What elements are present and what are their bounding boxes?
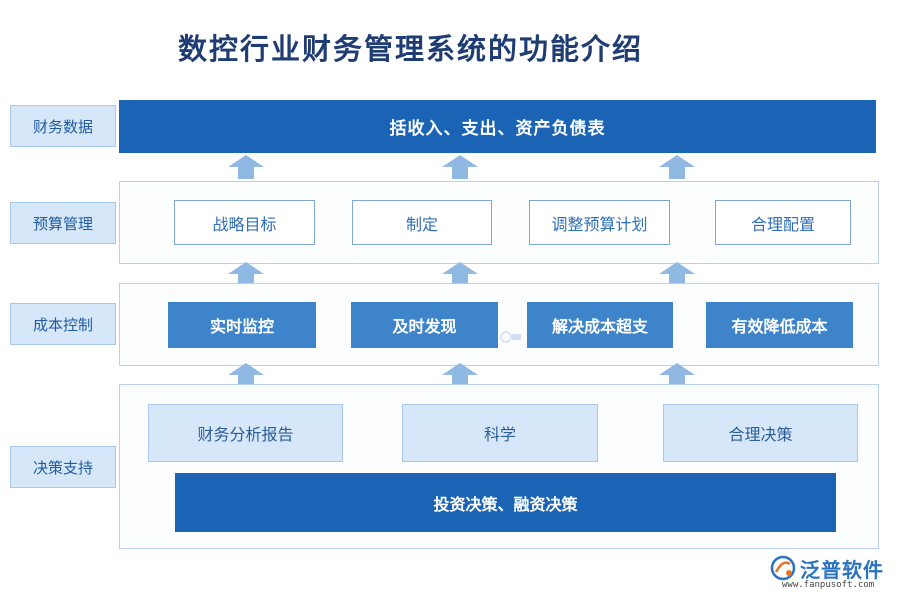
brand-logo: 泛普软件 www.fanpusoft.com: [770, 553, 892, 595]
budget-item-strategic-goal: 战略目标: [174, 200, 315, 245]
budget-item-formulate: 制定: [352, 200, 492, 245]
decision-investment-financing-bar: 投资决策、融资决策: [175, 473, 836, 532]
cost-item-realtime-monitoring: 实时监控: [168, 302, 316, 348]
row-label-decision-support: 决策支持: [10, 446, 116, 488]
watermark-logo-icon: [500, 331, 521, 343]
fanpu-logo-icon: [770, 555, 796, 581]
budget-item-adjust-plan: 调整预算计划: [529, 200, 670, 245]
financial-data-bar: 括收入、支出、资产负债表: [119, 100, 876, 153]
row-label-budget-management: 预算管理: [10, 202, 116, 244]
up-arrow-icon: [442, 262, 478, 286]
up-arrow-icon: [228, 363, 264, 387]
decision-item-scientific: 科学: [402, 404, 598, 462]
brand-name: 泛普软件: [800, 558, 884, 582]
cost-item-resolve-overrun: 解决成本超支: [527, 302, 673, 348]
cost-item-timely-discovery: 及时发现: [351, 302, 498, 348]
up-arrow-icon: [228, 155, 264, 179]
up-arrow-icon: [659, 155, 695, 179]
cost-item-reduce-cost: 有效降低成本: [706, 302, 853, 348]
row-label-financial-data: 财务数据: [10, 105, 116, 147]
up-arrow-icon: [659, 363, 695, 387]
up-arrow-icon: [442, 155, 478, 179]
up-arrow-icon: [442, 363, 478, 387]
row-label-cost-control: 成本控制: [10, 303, 116, 345]
brand-url: www.fanpusoft.com: [782, 580, 875, 590]
budget-item-rational-allocation: 合理配置: [715, 200, 851, 245]
up-arrow-icon: [228, 262, 264, 286]
up-arrow-icon: [659, 262, 695, 286]
decision-item-financial-report: 财务分析报告: [148, 404, 343, 462]
decision-item-rational-decision: 合理决策: [663, 404, 858, 462]
page-title: 数控行业财务管理系统的功能介绍: [178, 32, 644, 66]
